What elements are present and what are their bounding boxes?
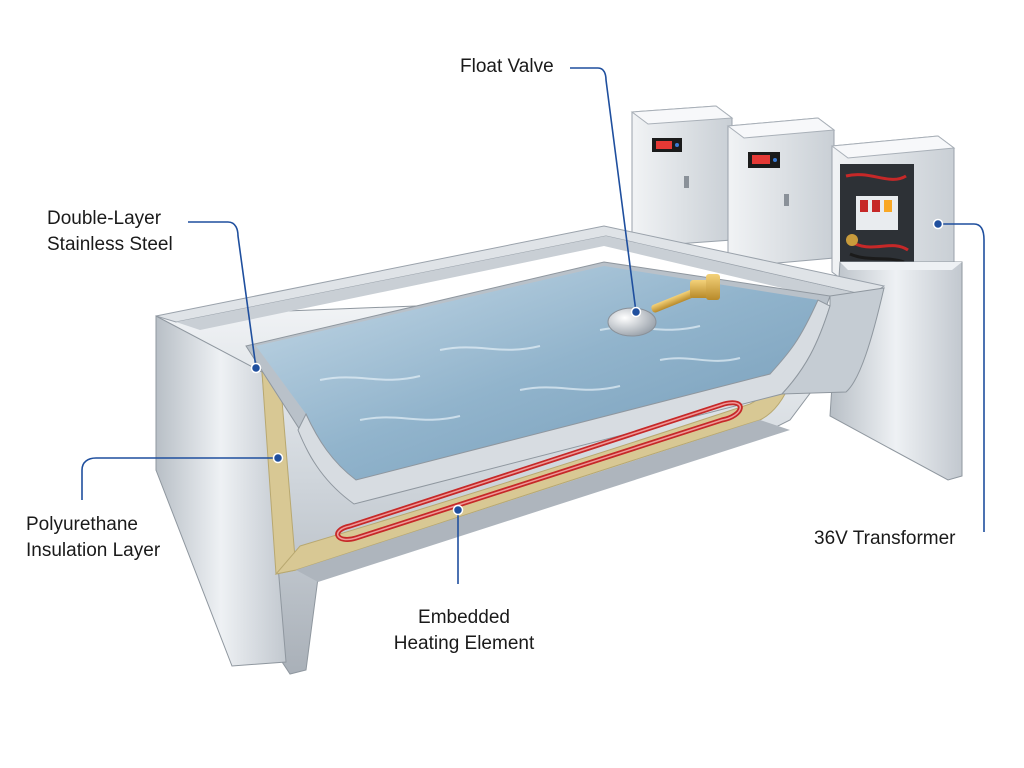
leader-lines — [81, 67, 985, 584]
label-float-valve: Float Valve — [460, 54, 554, 80]
dot-heating — [452, 504, 464, 516]
transformer-box-icon — [830, 135, 956, 398]
leader-insulation — [81, 457, 278, 500]
label-transformer-text: 36V Transformer — [814, 528, 956, 549]
label-transformer: 36V Transformer — [814, 526, 956, 552]
dot-double-layer — [250, 362, 262, 374]
leader-dots — [250, 218, 944, 516]
label-float-valve-text: Float Valve — [460, 56, 554, 77]
label-heating-line1: Embedded — [418, 607, 510, 628]
dot-insulation — [272, 452, 284, 464]
leader-transformer — [938, 223, 985, 532]
tub-body — [155, 225, 886, 675]
label-heating: Embedded Heating Element — [386, 605, 542, 657]
control-box-icon — [726, 117, 836, 267]
label-insulation: Polyurethane Insulation Layer — [26, 512, 160, 564]
control-box-icon — [630, 105, 734, 247]
dot-float-valve — [630, 306, 642, 318]
label-double-layer-line1: Double-Layer — [47, 208, 162, 229]
label-insulation-line2: Insulation Layer — [26, 540, 161, 561]
dot-transformer — [932, 218, 944, 230]
heating-coil-icon — [335, 400, 743, 542]
label-double-layer-line2: Stainless Steel — [47, 234, 173, 255]
label-heating-line2: Heating Element — [393, 633, 535, 654]
leader-double-layer — [188, 221, 257, 369]
label-insulation-line1: Polyurethane — [26, 514, 138, 535]
float-ball-icon — [607, 274, 720, 337]
water-surface — [256, 266, 818, 480]
leader-float-valve — [570, 67, 637, 313]
label-double-layer: Double-Layer Stainless Steel — [47, 206, 173, 258]
